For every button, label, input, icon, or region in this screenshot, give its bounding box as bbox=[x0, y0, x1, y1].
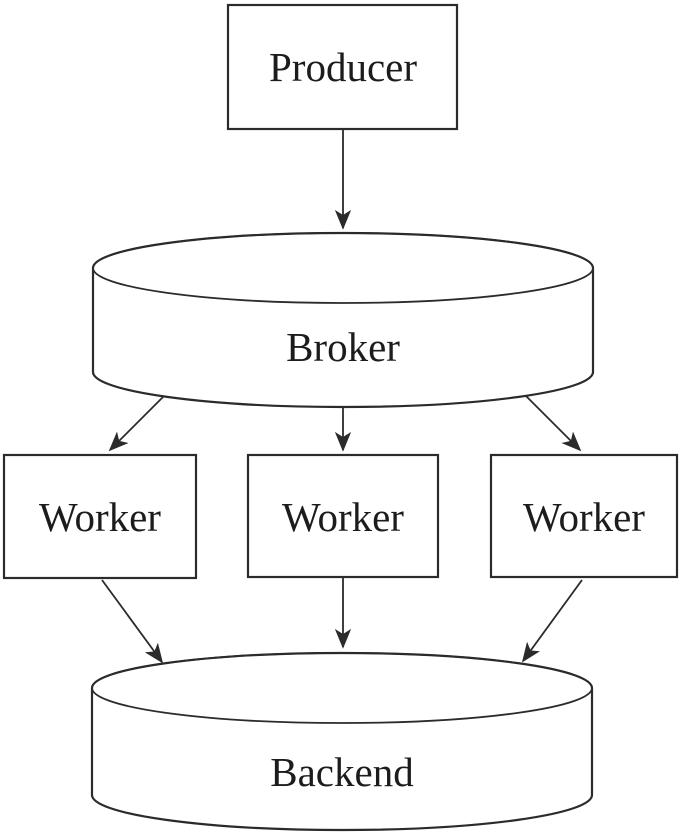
edge-worker-left-backend bbox=[101, 579, 164, 664]
backend-cylinder-rim bbox=[91, 652, 593, 724]
worker-right-box bbox=[489, 453, 679, 579]
worker-middle-box bbox=[246, 453, 440, 579]
worker-right-label: Worker bbox=[523, 494, 645, 540]
broker-label: Broker bbox=[286, 324, 400, 370]
node-worker-middle: Worker bbox=[246, 453, 440, 579]
producer-box bbox=[226, 3, 459, 131]
node-broker: Broker bbox=[91, 231, 595, 409]
edge-broker-worker-left bbox=[108, 389, 171, 452]
worker-left-box bbox=[2, 453, 198, 580]
node-worker-left: Worker bbox=[2, 453, 198, 580]
node-backend: Backend bbox=[90, 651, 594, 832]
edge-worker-right-backend bbox=[521, 579, 583, 663]
broker-cylinder-rim bbox=[92, 232, 594, 304]
worker-middle-label: Worker bbox=[282, 494, 404, 540]
edge-broker-worker-right bbox=[521, 391, 582, 452]
node-worker-right: Worker bbox=[489, 453, 679, 579]
node-producer: Producer bbox=[226, 3, 459, 131]
producer-label: Producer bbox=[269, 44, 417, 90]
backend-cylinder-body bbox=[90, 651, 594, 832]
backend-label: Backend bbox=[270, 749, 413, 795]
broker-cylinder-body bbox=[91, 231, 595, 409]
worker-left-label: Worker bbox=[39, 494, 161, 540]
